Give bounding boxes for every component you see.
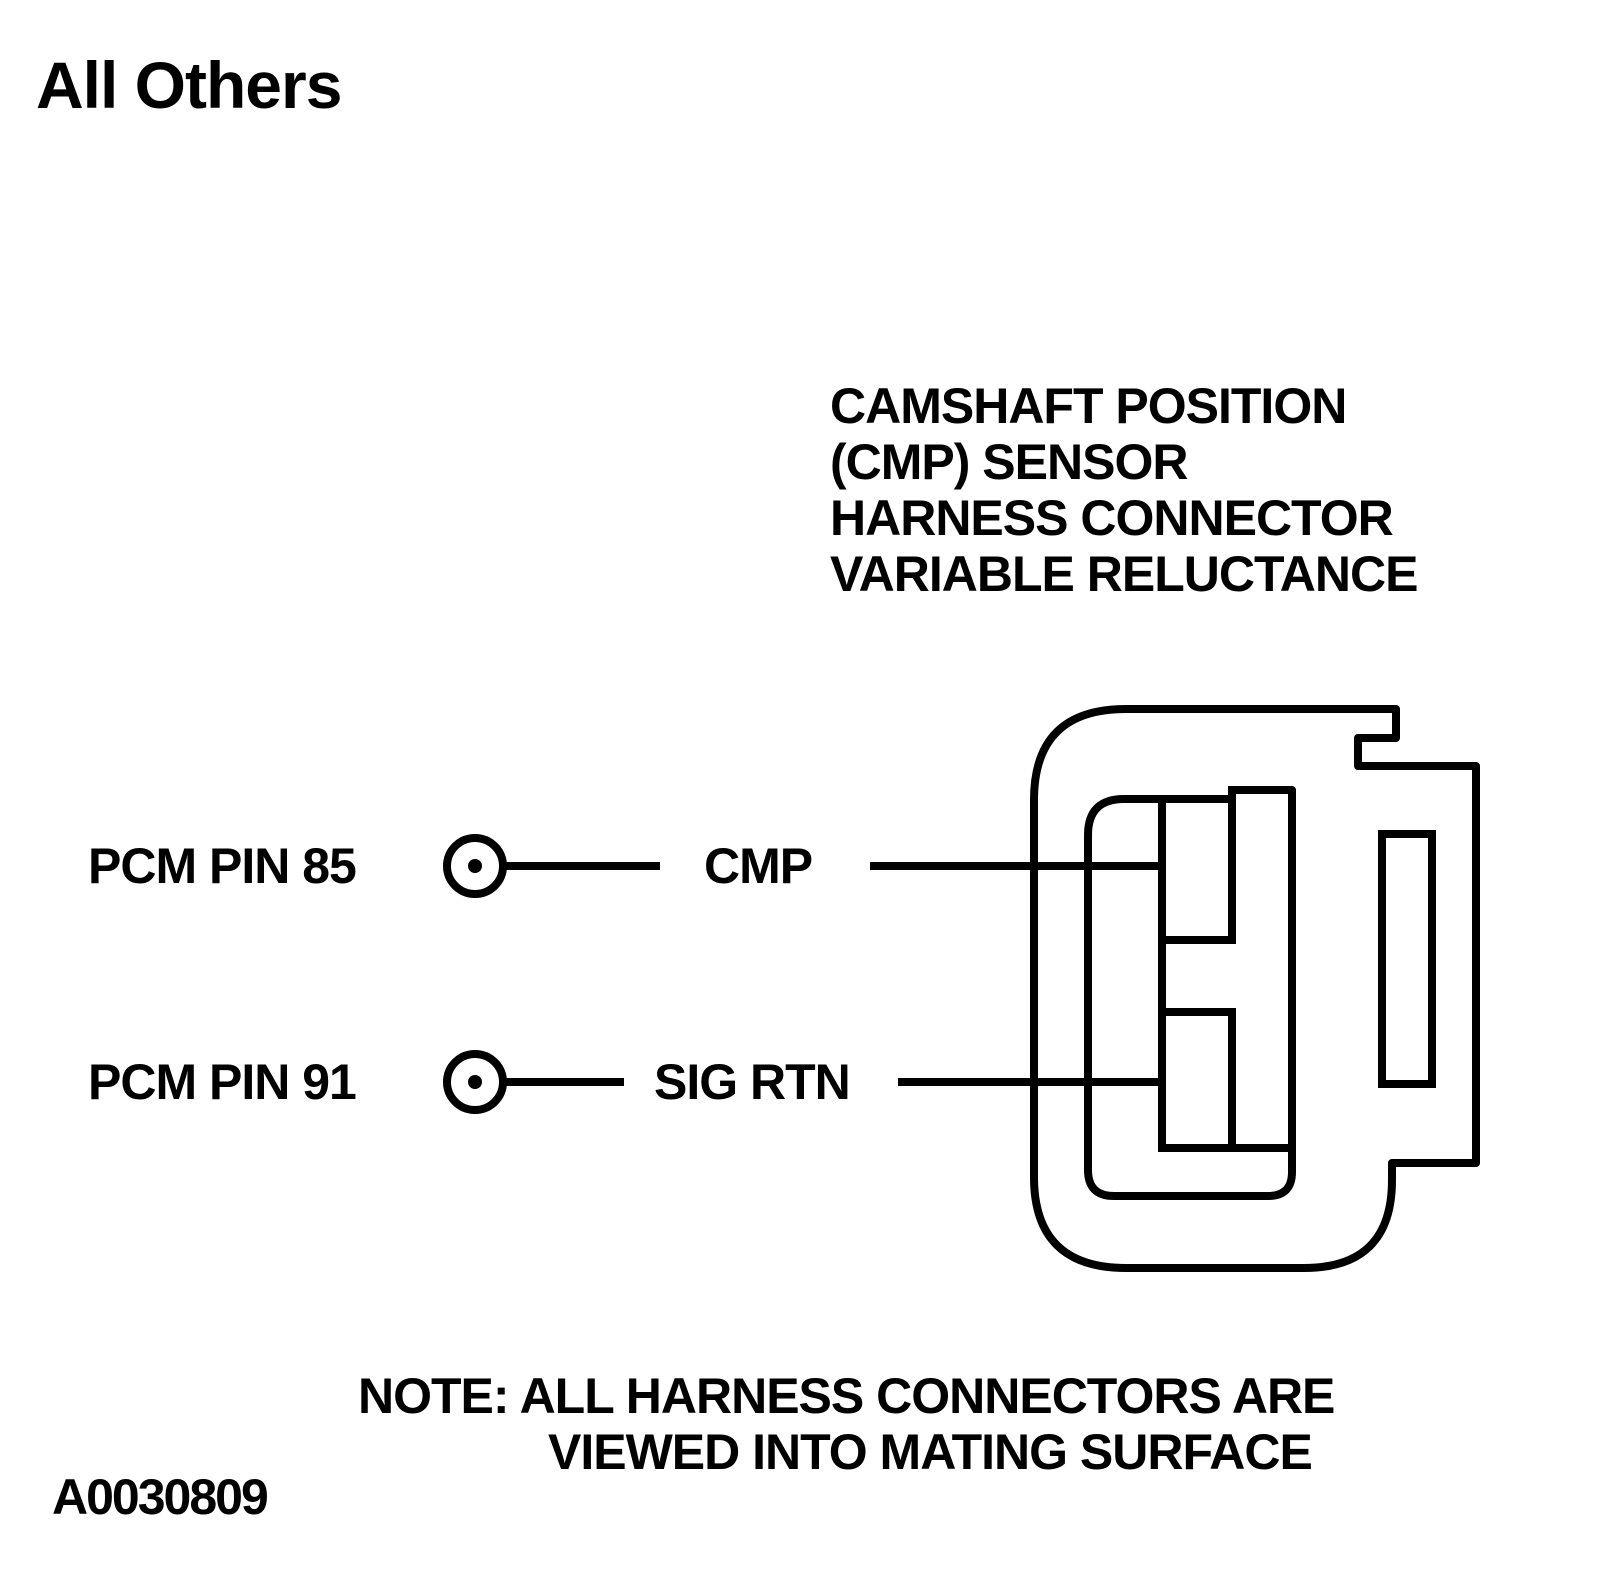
note-line: VIEWED INTO MATING SURFACE	[548, 1424, 1313, 1480]
pcm-pin-91-label: PCM PIN 91	[88, 1054, 357, 1110]
diagram-heading: All Others	[36, 48, 342, 122]
note-line: NOTE: ALL HARNESS CONNECTORS ARE	[358, 1368, 1335, 1424]
connector-title-line: CAMSHAFT POSITION	[830, 378, 1347, 434]
pcm-pin-91-terminal	[443, 1050, 507, 1114]
connector-title-line: VARIABLE RELUCTANCE	[830, 546, 1418, 602]
connector-terminal-cmp	[1158, 786, 1292, 944]
connector-lock-slot	[1378, 830, 1436, 1088]
connector-title-line: HARNESS CONNECTOR	[830, 490, 1394, 546]
connector-terminal-separator	[1162, 1008, 1236, 1148]
connector-inner-cavity	[1084, 786, 1296, 1200]
connector-title-line: (CMP) SENSOR	[830, 434, 1188, 490]
figure-id: A0030809	[52, 1469, 269, 1525]
connector-housing	[1030, 705, 1480, 1272]
mating-surface-note: NOTE: ALL HARNESS CONNECTORS ARE VIEWED …	[358, 1368, 1518, 1480]
circuit-cmp-label: CMP	[704, 838, 813, 894]
circuit-sig-rtn-label: SIG RTN	[654, 1054, 851, 1110]
connector-terminal-sigrtn	[1158, 940, 1292, 1152]
connector-title: CAMSHAFT POSITION (CMP) SENSOR HARNESS C…	[830, 378, 1418, 602]
pcm-pin-85-label: PCM PIN 85	[88, 838, 357, 894]
pcm-pin-85-terminal	[443, 834, 507, 898]
